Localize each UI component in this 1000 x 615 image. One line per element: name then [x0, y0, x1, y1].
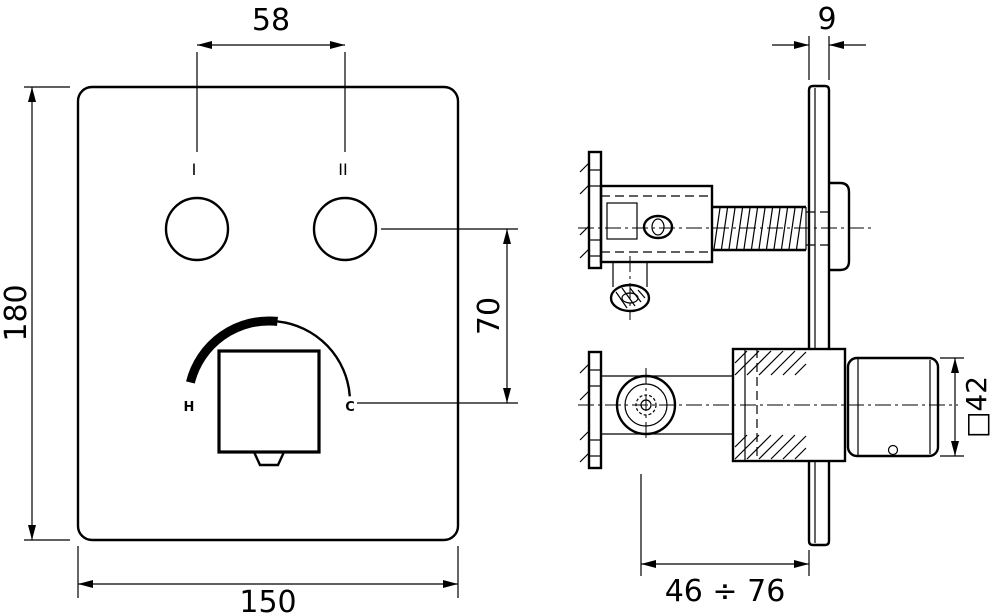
- bottom-valve-assembly: [578, 347, 958, 470]
- body-hatching-bottom: [734, 434, 807, 460]
- faceplate-outline: [76, 85, 460, 542]
- dim-handle-square: □42: [940, 357, 993, 457]
- dim-150-label: 150: [239, 585, 296, 615]
- dim-width: 150: [77, 546, 459, 615]
- handle-set-screw: [887, 444, 899, 456]
- dim-height: 180: [0, 86, 70, 541]
- button-one: [164, 196, 230, 262]
- dim-depth-label: 46 ÷ 76: [665, 574, 786, 609]
- dim-button-spacing: 58: [196, 3, 346, 152]
- wall-plate-section: [807, 84, 831, 547]
- temperature-knob: [217, 349, 321, 467]
- dim-installation-depth: 46 ÷ 76: [640, 474, 810, 609]
- cold-label: C: [345, 400, 355, 415]
- top-valve-assembly: [578, 150, 872, 320]
- side-view: 9: [578, 2, 993, 609]
- button-one-label: I: [192, 160, 197, 179]
- arc-hot-segment: [186, 316, 278, 384]
- button-two: [312, 196, 378, 262]
- body-hatching-top: [734, 350, 807, 376]
- dim-70-label: 70: [472, 297, 507, 335]
- button-two-label: II: [338, 160, 347, 179]
- dim-9-label: 9: [817, 2, 836, 37]
- arc-cold-segment: [277, 320, 351, 397]
- knob-indicator: [252, 450, 286, 467]
- front-view: 58 I II H C 180: [0, 3, 518, 615]
- dim-42-label: □42: [960, 376, 993, 438]
- dim-plate-thickness: 9: [772, 2, 866, 80]
- dim-180-label: 180: [0, 284, 34, 341]
- control-handle: [846, 356, 940, 458]
- thread-hatching: [713, 207, 804, 250]
- dim-58-label: 58: [252, 3, 290, 38]
- hot-label: H: [184, 400, 195, 415]
- temperature-arc: H C: [184, 316, 355, 415]
- dim-button-to-knob: 70: [357, 228, 518, 404]
